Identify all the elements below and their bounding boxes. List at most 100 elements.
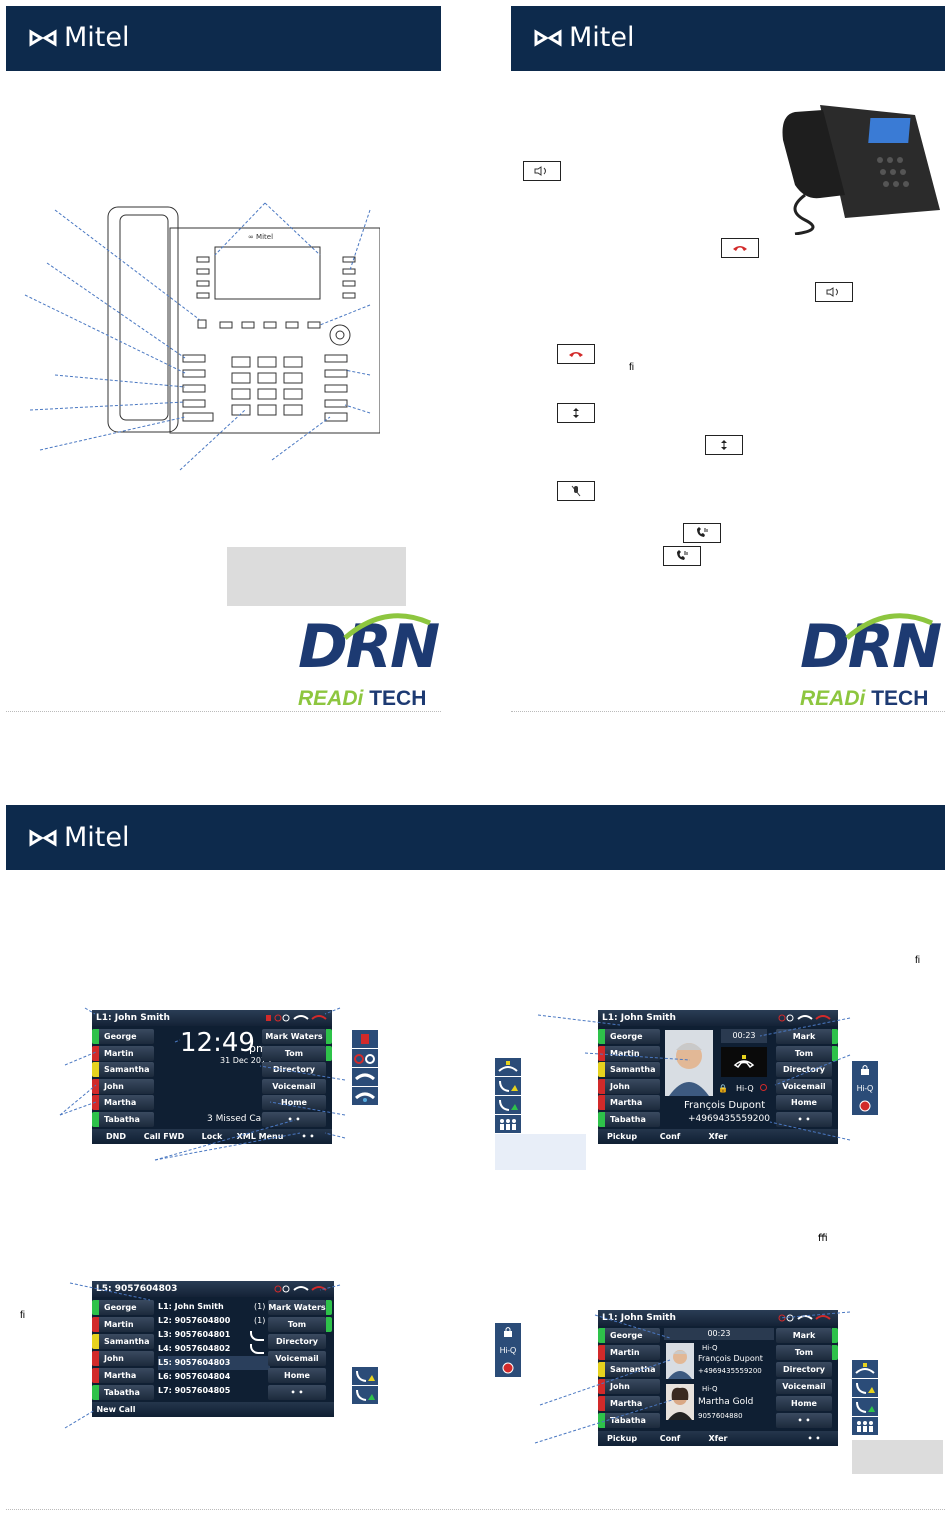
right-key-5[interactable]: • • (776, 1112, 832, 1127)
softkey-more[interactable]: • • (790, 1431, 838, 1446)
caller1-photo (666, 1343, 694, 1379)
line-select-screen: L5: 9057604803 George Brown Martin Peder… (92, 1281, 334, 1417)
caller2-number: 9057604880 (698, 1412, 743, 1420)
grey-box-top-left (227, 547, 406, 606)
ligature-fi-1: ﬁ (629, 362, 634, 373)
legend-incoming-icon (352, 1367, 378, 1385)
handset-box (721, 1047, 767, 1077)
right-key-4[interactable]: Home (776, 1095, 832, 1110)
caller1-number: +4969435559200 (698, 1367, 762, 1375)
mute-key (557, 481, 595, 501)
legend-incoming-green-icon (352, 1386, 378, 1404)
screen-title: L5: 9057604803 (92, 1281, 334, 1297)
clock: 12:49 (180, 1028, 255, 1058)
line-item-4[interactable]: L5: 9057604803 (158, 1356, 270, 1370)
goodbye-key-1 (721, 238, 759, 258)
legend-incoming-green-icon (852, 1398, 878, 1416)
right-key-0[interactable]: Mark Waters (268, 1300, 332, 1315)
hiq-label-2: Hi-Q (702, 1385, 718, 1393)
right-key-4[interactable]: Home (268, 1368, 326, 1383)
right-key-5[interactable]: • • (262, 1112, 326, 1127)
line-item-5[interactable]: L6: 9057604804 (158, 1372, 231, 1381)
mitel-logo-text: Mitel (569, 22, 635, 53)
caller-name: François Dupont (684, 1100, 766, 1111)
call-timer-box: 00:23 (721, 1029, 767, 1043)
hangup-icon (569, 352, 583, 357)
mute-mic-icon (571, 485, 581, 497)
right-key-4[interactable]: Home (776, 1396, 832, 1411)
caller2-name: Martha Gold (698, 1397, 754, 1407)
lines-list: L1: John Smith L2: 9057604800 L3: 905760… (158, 1300, 270, 1400)
record-icon (760, 1084, 767, 1091)
readi-tech-right: READi TECH (800, 687, 929, 710)
legend-voicemail-icon (352, 1049, 378, 1067)
speaker-key-2 (815, 282, 853, 302)
active-call-screen: L1: John Smith George Brown Martin Peder… (598, 1010, 838, 1144)
hiq-label: Hi-Q (736, 1084, 754, 1093)
ligature-fi-3: ﬁ (20, 1310, 25, 1321)
caller-number: +4969435559200 (688, 1114, 770, 1124)
legend-lock-icon (495, 1323, 521, 1341)
legend-missed-icon (352, 1087, 378, 1105)
softkey-empty[interactable] (140, 1402, 334, 1417)
divider-top-right (511, 711, 945, 712)
goodbye-key-2 (557, 344, 595, 364)
drn-swoosh-left-icon (343, 613, 432, 640)
legend-hold-icon (495, 1058, 521, 1076)
legend-record-icon (495, 1359, 521, 1377)
incoming-icon (250, 1344, 264, 1354)
right-key-3[interactable]: Voicemail (776, 1079, 832, 1094)
date: 31 Dec 2013 (220, 1056, 272, 1065)
legend-incoming-icon (495, 1077, 521, 1095)
line-item-3[interactable]: L4: 9057604802 (158, 1344, 231, 1353)
legend-incoming-icon (852, 1379, 878, 1397)
right-key-2[interactable]: Directory (776, 1362, 832, 1377)
header-top-right (511, 6, 945, 71)
mitel-logo-icon (29, 28, 57, 47)
speaker-key-1 (523, 161, 561, 181)
status-icons (778, 1014, 831, 1022)
right-key-2[interactable]: Directory (268, 1334, 326, 1349)
right-key-0[interactable]: Mark Waters (262, 1029, 332, 1044)
divider-top-left (6, 711, 441, 712)
hold-key-2 (705, 435, 743, 455)
softkey-empty[interactable] (742, 1129, 838, 1144)
softkey-more[interactable]: • • (284, 1129, 332, 1144)
svg-text:∞ Mitel: ∞ Mitel (248, 233, 273, 241)
mitel-logo-top-right: Mitel (533, 22, 635, 53)
badge-1: (1) (254, 1316, 266, 1325)
legend-handset-icon (352, 1068, 378, 1086)
mitel-logo-text: Mitel (64, 822, 130, 853)
ligature-ffi: ﬃ (818, 1233, 828, 1244)
right-key-3[interactable]: Voicemail (262, 1079, 326, 1094)
phone-photo (782, 105, 940, 235)
right-key-4[interactable]: Home (262, 1095, 326, 1110)
status-icons (266, 1014, 327, 1022)
readi-tech-left: READi TECH (298, 687, 427, 710)
line-item-1[interactable]: L2: 9057604800 (158, 1316, 231, 1325)
right-key-3[interactable]: Voicemail (776, 1379, 832, 1394)
updown-arrow-icon (573, 408, 579, 418)
right-key-2[interactable]: Directory (776, 1062, 832, 1077)
header-bottom (6, 805, 945, 870)
right-key-2[interactable]: Directory (262, 1062, 326, 1077)
two-call-screen: L1: John Smith George Brown Martin Peder… (598, 1310, 838, 1446)
line-item-6[interactable]: L7: 9057604805 (158, 1386, 231, 1395)
mitel-logo-text: Mitel (64, 22, 130, 53)
mitel-logo-icon (534, 28, 562, 47)
line-item-0[interactable]: L1: John Smith (158, 1302, 224, 1311)
right-key-5[interactable]: • • (268, 1385, 326, 1400)
legend-record-icon (852, 1097, 878, 1115)
line-item-2[interactable]: L3: 9057604801 (158, 1330, 231, 1339)
header-top-left (6, 6, 441, 71)
call-timer-bar: 00:23 (664, 1328, 774, 1340)
divider-bottom (6, 1509, 945, 1510)
grey-box-bottom-right (852, 1440, 943, 1474)
lock-icon: 🔒 (718, 1084, 728, 1093)
ligature-fi-2: ﬁ (915, 955, 920, 966)
right-key-5[interactable]: • • (776, 1413, 832, 1428)
legend-lock-icon (852, 1061, 878, 1079)
redial-icon (677, 550, 688, 560)
legend-dnd-icon (352, 1030, 378, 1048)
right-key-3[interactable]: Voicemail (268, 1351, 326, 1366)
